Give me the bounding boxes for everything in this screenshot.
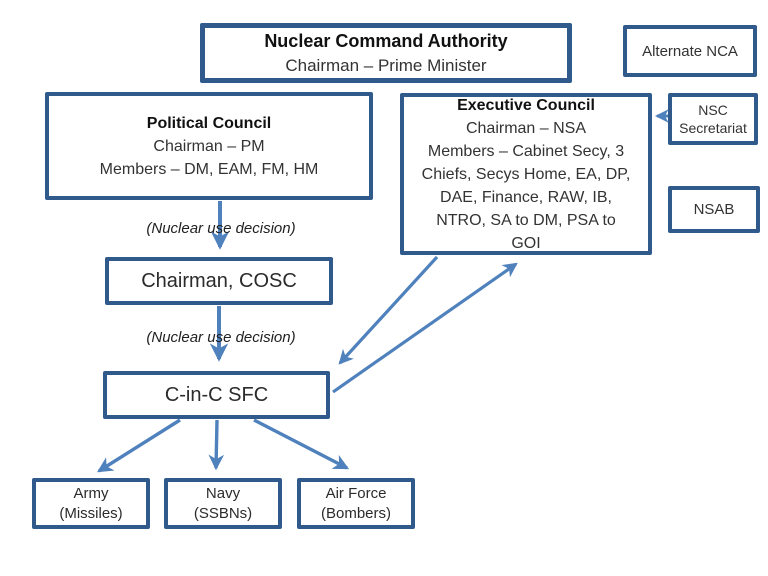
navy-title: Navy [205,484,241,502]
node-political-council: Political Council Chairman – PM Members … [45,92,373,200]
node-army: Army (Missiles) [32,478,150,529]
label-nuclear-use-decision-2: (Nuclear use decision) [146,329,296,346]
node-nsc-secretariat: NSC Secretariat [668,93,758,145]
executive-council-members-line: GOI [511,234,541,252]
political-council-title: Political Council [146,114,272,132]
navy-subtitle: (SSBNs) [193,504,253,522]
air-force-title: Air Force [325,484,387,502]
node-alternate-nca: Alternate NCA [623,25,757,77]
army-subtitle: (Missiles) [59,504,123,522]
arrow-sfc-to-airforce [253,418,350,470]
nca-title: Nuclear Command Authority [264,31,508,51]
node-nsab: NSAB [668,186,760,233]
executive-council-members-line: Members – Cabinet Secy, 3 [427,142,625,160]
arrow-sfc-to-exec [332,262,518,394]
chairman-cosc-label: Chairman, COSC [141,269,297,292]
nsc-secretariat-label: NSC Secretariat [679,102,747,136]
executive-council-members-line: DAE, Finance, RAW, IB, [440,188,612,206]
arrow-sfc-to-navy [208,419,225,471]
political-council-members: Members – DM, EAM, FM, HM [99,160,319,178]
node-cinc-sfc: C-in-C SFC [103,371,330,419]
nsab-label: NSAB [693,201,735,218]
node-chairman-cosc: Chairman, COSC [105,257,333,305]
node-executive-council: Executive Council Chairman – NSA Members… [400,93,652,255]
cinc-sfc-label: C-in-C SFC [164,383,269,406]
node-nuclear-command-authority: Nuclear Command Authority Chairman – Pri… [200,23,572,83]
executive-council-members-line: Chiefs, Secys Home, EA, DP, [421,165,631,183]
node-air-force: Air Force (Bombers) [297,478,415,529]
executive-council-title: Executive Council [457,96,595,114]
executive-council-chairman: Chairman – NSA [465,119,587,137]
army-title: Army [73,484,109,502]
node-navy: Navy (SSBNs) [164,478,282,529]
political-council-chairman: Chairman – PM [153,137,265,155]
air-force-subtitle: (Bombers) [320,504,391,522]
executive-council-members-line: NTRO, SA to DM, PSA to [436,211,616,229]
label-nuclear-use-decision-1: (Nuclear use decision) [146,220,296,237]
arrow-exec-to-sfc [338,255,439,365]
nca-subtitle: Chairman – Prime Minister [285,56,487,75]
alternate-nca-label: Alternate NCA [642,42,738,60]
arrow-sfc-to-army [97,418,181,473]
